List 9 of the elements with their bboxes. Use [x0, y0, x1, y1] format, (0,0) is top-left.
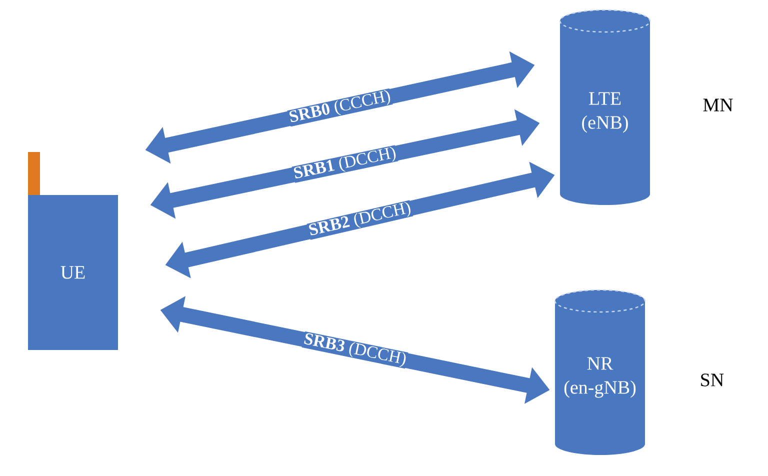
- side-label: MN: [703, 98, 733, 112]
- cylinder: NR (en-gNB): [554, 289, 646, 455]
- side-label: SN: [701, 374, 724, 386]
- edge-label: SRB2 (DCCH): [309, 202, 410, 236]
- cylinder: LTE (eNB): [559, 9, 651, 205]
- phone-box: UE: [28, 152, 118, 350]
- edge-label: SRB1 (DCCH): [294, 146, 396, 178]
- edge-label: SRB0 (CCCH): [289, 90, 390, 122]
- edge-label: SRB3 (DCCH): [304, 333, 406, 367]
